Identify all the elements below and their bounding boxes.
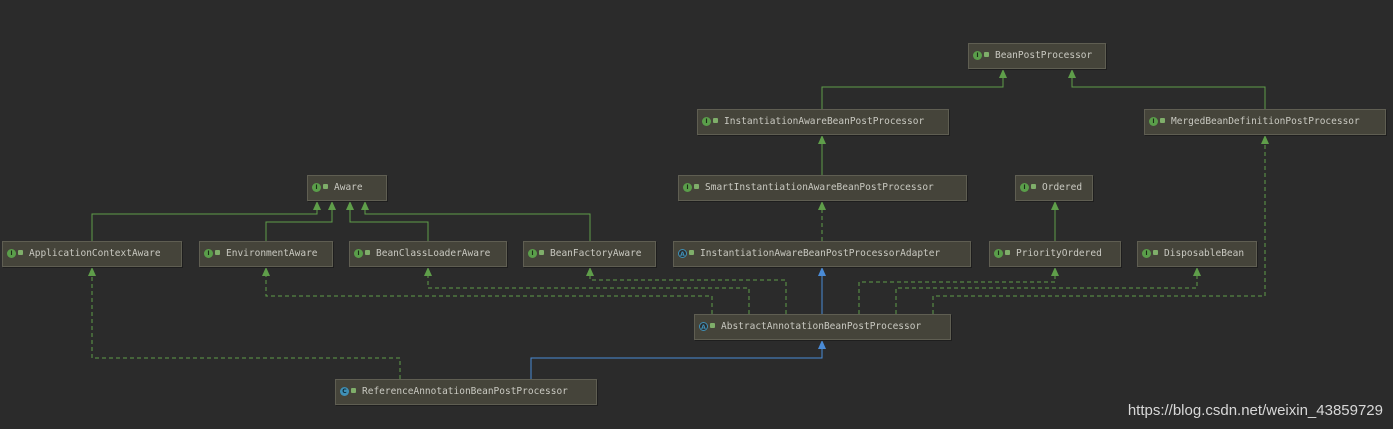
edge-implements (91, 267, 401, 379)
visibility-icon (1160, 118, 1165, 123)
node-application-context-aware[interactable]: I ApplicationContextAware (2, 241, 182, 267)
edge-arrowhead (361, 201, 369, 210)
interface-type-icon: I (994, 249, 1003, 258)
node-ordered[interactable]: I Ordered (1015, 175, 1093, 201)
edge-arrowhead (818, 340, 826, 349)
node-smart-instantiation-aware-bean-post-processor[interactable]: I SmartInstantiationAwareBeanPostProcesso… (678, 175, 967, 201)
interface-type-icon: I (312, 183, 321, 192)
edge-arrowhead (313, 201, 321, 210)
node-bean-post-processor[interactable]: I BeanPostProcessor (968, 43, 1106, 69)
edge-implements (932, 135, 1266, 314)
node-merged-bean-definition-post-processor[interactable]: I MergedBeanDefinitionPostProcessor (1144, 109, 1386, 135)
visibility-icon (713, 118, 718, 123)
visibility-icon (1005, 250, 1010, 255)
node-label: MergedBeanDefinitionPostProcessor (1171, 116, 1360, 127)
node-label: BeanPostProcessor (995, 50, 1093, 61)
node-label: EnvironmentAware (226, 248, 318, 259)
node-label: BeanClassLoaderAware (376, 248, 491, 259)
abstract-type-icon: A (699, 322, 708, 331)
edge-arrowhead (818, 267, 826, 276)
visibility-icon (539, 250, 544, 255)
node-label: SmartInstantiationAwareBeanPostProcessor (705, 182, 934, 193)
interface-type-icon: I (7, 249, 16, 258)
node-label: BeanFactoryAware (550, 248, 642, 259)
edge-implements (265, 267, 713, 314)
edge-implements (858, 267, 1056, 314)
edge-arrowhead (1051, 201, 1059, 210)
interface-type-icon: I (528, 249, 537, 258)
edge-arrowhead (1051, 267, 1059, 276)
visibility-icon (351, 388, 356, 393)
edge-extends (364, 201, 591, 241)
abstract-type-icon: A (678, 249, 687, 258)
node-instantiation-aware-bean-post-processor[interactable]: I InstantiationAwareBeanPostProcessor (697, 109, 949, 135)
visibility-icon (215, 250, 220, 255)
visibility-icon (694, 184, 699, 189)
node-priority-ordered[interactable]: I PriorityOrdered (989, 241, 1121, 267)
interface-type-icon: I (683, 183, 692, 192)
node-environment-aware[interactable]: I EnvironmentAware (199, 241, 333, 267)
edge-extends (349, 201, 429, 241)
edge-arrowhead (88, 267, 96, 276)
visibility-icon (323, 184, 328, 189)
interface-type-icon: I (1142, 249, 1151, 258)
visibility-icon (1153, 250, 1158, 255)
edge-extends (1071, 69, 1266, 109)
class-type-icon: C (340, 387, 349, 396)
visibility-icon (365, 250, 370, 255)
edge-arrowhead (1068, 69, 1076, 78)
edge-implements (895, 267, 1198, 314)
node-disposable-bean[interactable]: I DisposableBean (1137, 241, 1257, 267)
node-label: AbstractAnnotationBeanPostProcessor (721, 321, 922, 332)
edge-arrowhead (818, 135, 826, 144)
node-bean-class-loader-aware[interactable]: I BeanClassLoaderAware (349, 241, 507, 267)
node-label: InstantiationAwareBeanPostProcessorAdapt… (700, 248, 941, 259)
node-abstract-annotation-bean-post-processor[interactable]: A AbstractAnnotationBeanPostProcessor (694, 314, 951, 340)
node-label: InstantiationAwareBeanPostProcessor (724, 116, 925, 127)
interface-type-icon: I (1149, 117, 1158, 126)
node-aware[interactable]: I Aware (307, 175, 387, 201)
edge-arrowhead (586, 267, 594, 276)
interface-type-icon: I (702, 117, 711, 126)
edge-extends (821, 69, 1004, 109)
node-label: DisposableBean (1164, 248, 1245, 259)
edge-arrowhead (1193, 267, 1201, 276)
edge-implements (589, 267, 787, 314)
interface-type-icon: I (204, 249, 213, 258)
visibility-icon (710, 323, 715, 328)
interface-type-icon: I (354, 249, 363, 258)
edge-arrowhead (328, 201, 336, 210)
interface-type-icon: I (973, 51, 982, 60)
watermark: https://blog.csdn.net/weixin_43859729 (1127, 402, 1383, 419)
node-bean-factory-aware[interactable]: I BeanFactoryAware (523, 241, 656, 267)
edge-arrowhead (346, 201, 354, 210)
node-label: Ordered (1042, 182, 1083, 193)
visibility-icon (18, 250, 23, 255)
node-label: PriorityOrdered (1016, 248, 1102, 259)
node-label: Aware (334, 182, 363, 193)
edge-arrowhead (1261, 135, 1269, 144)
node-label: ReferenceAnnotationBeanPostProcessor (362, 386, 568, 397)
node-label: ApplicationContextAware (29, 248, 161, 259)
edge-extends (265, 201, 333, 241)
edge-implements (427, 267, 750, 314)
node-instantiation-aware-bean-post-processor-adapter[interactable]: A InstantiationAwareBeanPostProcessorAdap… (673, 241, 971, 267)
interface-type-icon: I (1020, 183, 1029, 192)
visibility-icon (689, 250, 694, 255)
edge-arrowhead (424, 267, 432, 276)
edge-arrowhead (818, 201, 826, 210)
edge-extends (91, 201, 318, 241)
visibility-icon (984, 52, 989, 57)
edge-arrowhead (262, 267, 270, 276)
edge-class-extends (530, 340, 823, 379)
visibility-icon (1031, 184, 1036, 189)
edge-arrowhead (999, 69, 1007, 78)
node-reference-annotation-bean-post-processor[interactable]: C ReferenceAnnotationBeanPostProcessor (335, 379, 597, 405)
